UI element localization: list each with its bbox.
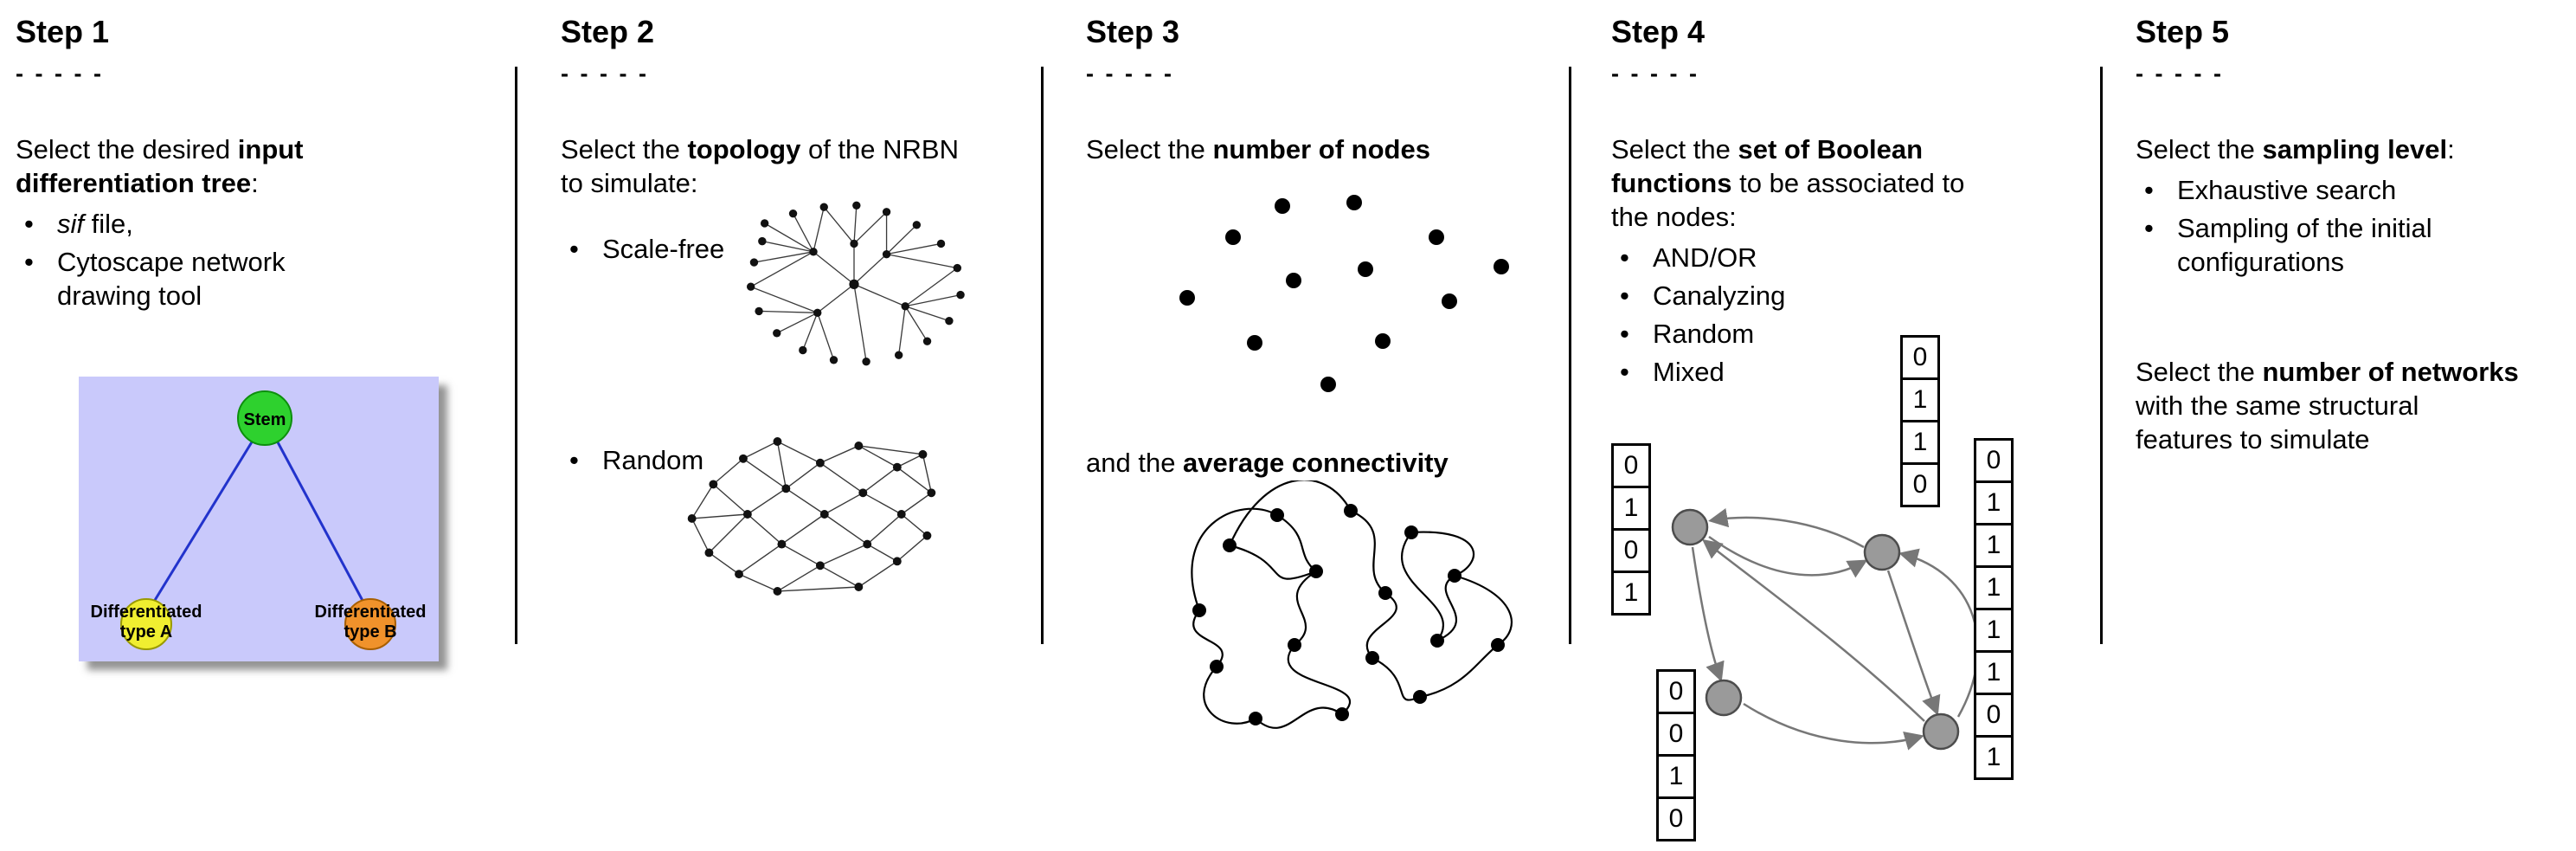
network-node — [1922, 712, 1960, 751]
step2-intro: Select the topology of the NRBN to simul… — [561, 134, 959, 198]
truth-table-cell: 0 — [1974, 438, 2014, 483]
step4-intro: Select the set of Boolean functions to b… — [1611, 134, 1965, 232]
step1-title: Step 1 — [16, 14, 110, 49]
random-edges — [691, 441, 933, 592]
step3-column: Step 3 - - - - - Select the number of no… — [1086, 9, 1564, 729]
truth-table-cell: 1 — [1974, 523, 2014, 568]
truth-table-top: 0 1 1 0 — [1900, 335, 1940, 507]
truth-table-cell: 1 — [1900, 377, 1940, 422]
step1-column: Step 1 - - - - - Select the desired inpu… — [16, 9, 505, 661]
nodes-scatter-graphic — [1179, 195, 1509, 392]
step3-dashes: - - - - - — [1086, 61, 1174, 87]
random-nodes — [687, 437, 936, 596]
bullet-cytoscape-tool: Cytoscape network drawing tool — [16, 245, 344, 313]
step4-dashes: - - - - - — [1611, 61, 1699, 87]
network-node — [1671, 508, 1709, 546]
step3-title: Step 3 — [1086, 14, 1180, 49]
step2-title: Step 2 — [561, 14, 655, 49]
step1-intro: Select the desired input differentiation… — [16, 134, 304, 198]
truth-table-cell: 0 — [1611, 528, 1651, 573]
truth-table-cell: 1 — [1974, 735, 2014, 780]
bullet-canalyzing: Canalyzing — [1611, 279, 2092, 313]
truth-table-cell: 1 — [1900, 420, 1940, 465]
scale-free-nodes — [747, 201, 965, 366]
type-b-label-line1: Differentiated — [315, 603, 427, 622]
stem-node — [237, 390, 292, 446]
type-a-label-line1: Differentiated — [91, 603, 202, 622]
step3-line2: and the average connectivity — [1086, 448, 1449, 478]
truth-table-cell: 1 — [1974, 480, 2014, 525]
connectivity-nodes — [1192, 504, 1505, 725]
boolean-network-nodes — [1671, 508, 1960, 751]
truth-table-cell: 1 — [1974, 565, 2014, 610]
bullet-random-functions: Random — [1611, 317, 2092, 351]
type-a-label-line2: type A — [120, 622, 172, 641]
step5-bullets: Exhaustive search Sampling of the initia… — [2136, 173, 2542, 279]
tree-edge-right — [275, 440, 369, 609]
step2-dashes: - - - - - — [561, 61, 649, 87]
step4-title: Step 4 — [1611, 14, 1706, 49]
column-divider — [2100, 67, 2103, 644]
step5-column: Step 5 - - - - - Select the sampling lev… — [2136, 9, 2568, 456]
step5-dashes: - - - - - — [2136, 61, 2224, 87]
truth-table-right: 0 1 1 1 1 1 0 1 — [1974, 438, 2014, 780]
step2-column: Step 2 - - - - - Select the topology of … — [561, 9, 1035, 596]
truth-table-cell: 1 — [1611, 571, 1651, 616]
truth-table-cell: 1 — [1611, 486, 1651, 531]
column-divider — [515, 67, 517, 644]
truth-table-cell: 1 — [1974, 608, 2014, 653]
differentiation-tree-figure: Stem Differentiated type A Differentiate… — [79, 377, 439, 661]
scale-free-edges — [750, 205, 961, 362]
scatter-dots — [1179, 195, 1509, 392]
step5-second-paragraph: Select the number of networks with the s… — [2136, 357, 2519, 455]
step1-bullets: sif file, Cytoscape network drawing tool — [16, 207, 344, 313]
stem-label: Stem — [244, 410, 286, 429]
truth-table-cell: 0 — [1611, 443, 1651, 488]
step5-title: Step 5 — [2136, 14, 2230, 49]
truth-table-cell: 0 — [1900, 335, 1940, 380]
truth-table-left: 0 1 0 1 — [1611, 443, 1651, 616]
type-b-label-line2: type B — [344, 622, 396, 641]
network-node — [1863, 533, 1901, 571]
truth-table-cell: 1 — [1974, 650, 2014, 695]
column-divider — [1041, 67, 1044, 644]
step5-intro: Select the sampling level: — [2136, 134, 2455, 164]
random-network-graphic — [687, 437, 936, 596]
connectivity-network-graphic — [1191, 480, 1513, 729]
truth-table-cell: 0 — [1656, 712, 1696, 757]
step1-dashes: - - - - - — [16, 61, 104, 87]
scale-free-network-graphic — [747, 201, 965, 366]
column-divider — [1569, 67, 1571, 644]
bullet-exhaustive-search: Exhaustive search — [2136, 173, 2542, 207]
bullet-scale-free: Scale-free — [561, 232, 724, 266]
network-arrows — [1691, 508, 1979, 751]
type-a-node — [120, 598, 172, 650]
bullet-mixed: Mixed — [1611, 355, 2092, 389]
truth-table-cell: 0 — [1974, 693, 2014, 738]
connectivity-edges — [1191, 480, 1513, 729]
bullet-and-or: AND/OR — [1611, 241, 2092, 274]
tree-edge-left — [148, 440, 254, 609]
truth-table-cell: 0 — [1656, 669, 1696, 714]
step4-bullets: AND/OR Canalyzing Random Mixed — [1611, 241, 2092, 389]
differentiation-tree-graphic: Stem Differentiated type A Differentiate… — [79, 377, 439, 661]
boolean-network-graphic — [1671, 508, 1979, 751]
bullet-random-topology: Random — [561, 443, 703, 477]
truth-table-bottom-left: 0 0 1 0 — [1656, 669, 1696, 841]
step4-column: Step 4 - - - - - Select the set of Boole… — [1611, 9, 2092, 841]
bullet-sampling-initial: Sampling of the initial configurations — [2136, 211, 2542, 279]
truth-table-cell: 0 — [1900, 462, 1940, 507]
step3-line1: Select the number of nodes — [1086, 134, 1430, 164]
truth-table-cell: 0 — [1656, 796, 1696, 841]
bullet-sif-file: sif file, — [16, 207, 344, 241]
type-b-node — [344, 598, 396, 650]
truth-table-cell: 1 — [1656, 754, 1696, 799]
network-node — [1705, 679, 1743, 717]
